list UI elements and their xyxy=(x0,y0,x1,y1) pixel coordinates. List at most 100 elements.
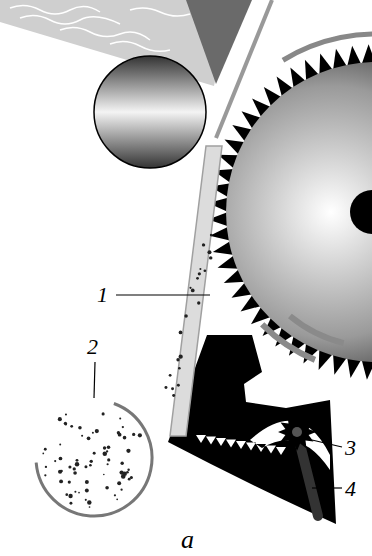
particle xyxy=(105,486,109,490)
particle xyxy=(118,433,122,437)
particle xyxy=(126,449,130,453)
particle xyxy=(198,272,201,275)
particle xyxy=(114,494,116,496)
trash-particles xyxy=(42,234,212,508)
particle xyxy=(65,423,67,425)
particle xyxy=(85,489,89,493)
particle xyxy=(103,474,105,476)
particle xyxy=(59,457,63,461)
leader-line xyxy=(312,440,342,447)
figure-caption: a xyxy=(181,527,194,553)
grate-bar xyxy=(170,146,222,436)
particle xyxy=(120,462,123,465)
particle xyxy=(58,470,62,474)
particle xyxy=(59,443,61,445)
particle xyxy=(207,250,211,254)
saw-tooth xyxy=(361,44,372,65)
particle xyxy=(87,436,91,440)
particle xyxy=(81,435,83,437)
particle xyxy=(87,500,91,504)
particle xyxy=(90,460,93,463)
particle xyxy=(68,465,71,468)
particle xyxy=(172,394,175,397)
particle xyxy=(84,465,87,468)
saw-tooth xyxy=(361,359,372,379)
particle xyxy=(60,470,62,472)
callout-number: 4 xyxy=(345,478,356,500)
particle xyxy=(76,459,79,462)
leader-line xyxy=(94,362,95,398)
callout-number: 1 xyxy=(97,284,108,306)
particle xyxy=(179,355,183,359)
particle xyxy=(89,506,91,508)
particle xyxy=(199,268,201,270)
particle xyxy=(89,464,92,467)
housing-teeth xyxy=(196,421,330,470)
brush-gear xyxy=(278,413,316,451)
callout-number: 3 xyxy=(345,437,356,459)
particle xyxy=(107,458,110,461)
saw-drum xyxy=(226,62,372,362)
particle xyxy=(85,499,87,501)
trash-bin xyxy=(36,404,152,516)
particle xyxy=(176,358,179,361)
particle xyxy=(103,446,106,449)
particle xyxy=(179,331,183,335)
particle xyxy=(75,462,79,466)
particle xyxy=(116,498,118,500)
particle xyxy=(73,471,77,475)
particle xyxy=(78,492,80,494)
leader-line xyxy=(116,294,210,295)
particle xyxy=(209,256,212,259)
drum-cover-arc xyxy=(283,34,372,60)
particle xyxy=(64,422,67,425)
particle xyxy=(58,417,62,421)
particle xyxy=(196,277,199,280)
particle xyxy=(102,412,105,415)
particle xyxy=(128,478,131,481)
particle xyxy=(93,452,96,455)
gear-hub xyxy=(292,427,302,437)
particle xyxy=(203,244,205,246)
particle xyxy=(197,301,200,304)
particle xyxy=(42,453,44,455)
feed-roller xyxy=(94,56,206,168)
particle xyxy=(45,466,47,468)
particle xyxy=(117,481,121,485)
fibre-texture xyxy=(10,5,190,51)
particle xyxy=(120,489,122,491)
particle xyxy=(44,474,46,476)
particle xyxy=(189,287,191,289)
particle xyxy=(138,433,142,437)
particle xyxy=(127,469,129,471)
particle xyxy=(169,374,172,377)
particle xyxy=(68,494,72,498)
particle xyxy=(74,491,76,493)
leader-line xyxy=(312,487,342,488)
particle xyxy=(54,460,56,462)
particle xyxy=(95,429,99,433)
particle xyxy=(78,426,82,430)
particle xyxy=(119,417,121,419)
particle xyxy=(132,433,135,436)
particle xyxy=(164,386,167,389)
particle xyxy=(122,426,124,428)
particle xyxy=(85,480,89,484)
particle xyxy=(73,467,76,470)
particle xyxy=(171,387,174,390)
particle xyxy=(177,384,180,387)
brush-lever xyxy=(297,432,318,516)
drum-shaft xyxy=(350,190,372,234)
particle xyxy=(191,288,195,292)
callout-number: 2 xyxy=(87,336,98,358)
particle xyxy=(68,480,71,483)
particle xyxy=(59,479,63,483)
particle xyxy=(106,450,108,452)
particle xyxy=(184,314,188,318)
particle xyxy=(70,425,73,428)
particle xyxy=(44,448,47,451)
particle xyxy=(92,432,94,434)
particle xyxy=(107,463,109,465)
particle xyxy=(178,367,181,370)
